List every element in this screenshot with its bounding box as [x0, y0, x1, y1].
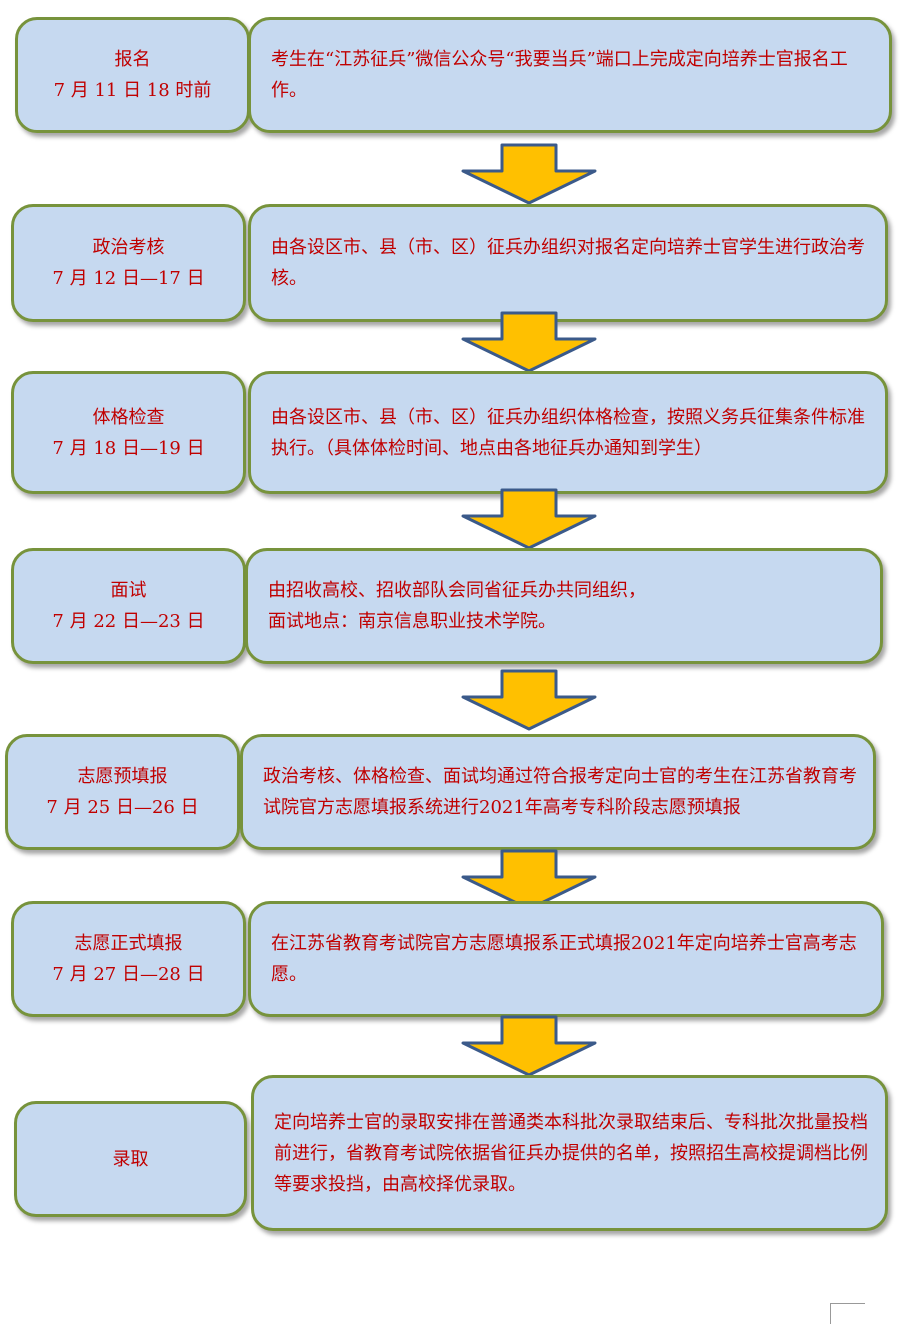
step-date: 7 月 11 日 18 时前 — [53, 80, 212, 101]
step-title-box: 志愿正式填报 7 月 27 日—28 日 — [11, 901, 246, 1017]
step-title-box: 报名 7 月 11 日 18 时前 — [15, 17, 250, 133]
step-description-box: 考生在“江苏征兵”微信公众号“我要当兵”端口上完成定向培养士官报名工作。 — [248, 17, 892, 133]
arrow-shape — [461, 849, 597, 911]
step-description-box: 由招收高校、招收部队会同省征兵办共同组织， 面试地点：南京信息职业技术学院。 — [245, 548, 883, 664]
step-date: 7 月 27 日—28 日 — [52, 964, 205, 985]
arrow-shape — [461, 143, 597, 205]
step-date: 7 月 25 日—26 日 — [46, 797, 199, 818]
step-title: 体格检查 — [92, 406, 165, 428]
step-title: 面试 — [110, 580, 147, 601]
arrow-shape — [461, 311, 597, 373]
step-description-line2: 面试地点：南京信息职业技术学院。 — [268, 611, 556, 632]
step-title-box: 志愿预填报 7 月 25 日—26 日 — [5, 734, 240, 850]
step-description-box: 在江苏省教育考试院官方志愿填报系正式填报2021年定向培养士官高考志愿。 — [248, 901, 884, 1017]
step-description-box: 定向培养士官的录取安排在普通类本科批次录取结束后、专科批次批量投档前进行，省教育… — [251, 1075, 888, 1231]
step-description: 由各设区市、县（市、区）征兵办组织体格检查，按照义务兵征集条件标准执行。（具体体… — [271, 406, 865, 459]
step-title: 政治考核 — [92, 237, 165, 258]
step-description-box: 由各设区市、县（市、区）征兵办组织体格检查，按照义务兵征集条件标准执行。（具体体… — [248, 371, 888, 494]
down-arrow-icon — [461, 1015, 597, 1077]
step-title-box: 录取 — [14, 1101, 247, 1217]
down-arrow-icon — [461, 143, 597, 205]
step-description: 在江苏省教育考试院官方志愿填报系正式填报2021年定向培养士官高考志愿。 — [271, 933, 857, 985]
step-title: 录取 — [112, 1148, 149, 1170]
step-description-box: 政治考核、体格检查、面试均通过符合报考定向士官的考生在江苏省教育考试院官方志愿填… — [240, 734, 876, 850]
step-title-box: 体格检查 7 月 18 日—19 日 — [11, 371, 246, 494]
arrow-shape — [461, 669, 597, 731]
down-arrow-icon — [461, 311, 597, 373]
step-description: 定向培养士官的录取安排在普通类本科批次录取结束后、专科批次批量投档前进行，省教育… — [274, 1111, 868, 1195]
step-description: 考生在“江苏征兵”微信公众号“我要当兵”端口上完成定向培养士官报名工作。 — [271, 49, 848, 101]
step-description-box: 由各设区市、县（市、区）征兵办组织对报名定向培养士官学生进行政治考核。 — [248, 204, 888, 322]
step-date: 7 月 22 日—23 日 — [52, 611, 205, 632]
page-corner-mark — [830, 1303, 865, 1324]
arrow-shape — [461, 488, 597, 550]
down-arrow-icon — [461, 669, 597, 731]
down-arrow-icon — [461, 849, 597, 911]
step-description: 政治考核、体格检查、面试均通过符合报考定向士官的考生在江苏省教育考试院官方志愿填… — [263, 766, 857, 818]
step-title: 志愿正式填报 — [74, 933, 183, 954]
step-title: 报名 — [114, 49, 151, 70]
step-date: 7 月 12 日—17 日 — [52, 268, 205, 289]
step-description: 由各设区市、县（市、区）征兵办组织对报名定向培养士官学生进行政治考核。 — [271, 237, 865, 289]
down-arrow-icon — [461, 488, 597, 550]
step-title-box: 面试 7 月 22 日—23 日 — [11, 548, 246, 664]
arrow-shape — [461, 1015, 597, 1077]
step-title-box: 政治考核 7 月 12 日—17 日 — [11, 204, 246, 322]
step-description: 由招收高校、招收部队会同省征兵办共同组织， — [268, 580, 646, 601]
step-date: 7 月 18 日—19 日 — [52, 437, 205, 459]
step-title: 志愿预填报 — [77, 766, 168, 787]
